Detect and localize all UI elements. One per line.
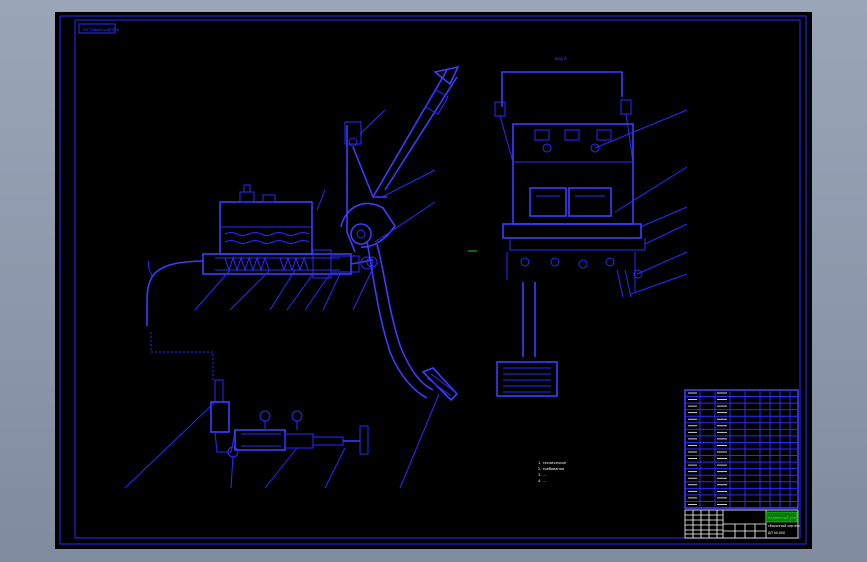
top-loop [501, 71, 623, 107]
pedal-shaft [522, 282, 536, 357]
leader-11 [374, 201, 436, 243]
leader-15 [324, 447, 346, 489]
leader-18 [614, 166, 688, 213]
title-block: педальный узел сборочный чертёж ДП 00.00… [684, 509, 800, 539]
housing [512, 123, 634, 225]
slave-body [234, 429, 286, 451]
side-pedal-pad [496, 361, 558, 397]
inner-border [74, 19, 801, 539]
outer-border [59, 15, 807, 545]
bracket [346, 125, 356, 253]
leader-12 [124, 401, 216, 489]
leader-6 [322, 273, 341, 311]
reservoir [219, 201, 313, 255]
title-name: педальный узел [768, 516, 798, 520]
leader-4 [286, 273, 314, 311]
corner-stamp: тестовый шаблон [78, 23, 120, 34]
drawing-canvas[interactable]: тестовый шаблон [55, 12, 812, 549]
leader-7 [352, 267, 374, 311]
leader-21 [636, 251, 688, 275]
leader-5 [304, 273, 331, 311]
leader-19 [639, 206, 688, 228]
brake-line [146, 260, 204, 326]
leader-22 [630, 273, 688, 295]
leader-20 [644, 223, 688, 245]
pedal-pivot [350, 223, 372, 245]
note-1: 1. технические [538, 461, 566, 465]
pedal-pad [421, 367, 459, 402]
return-spring [372, 69, 448, 198]
base-plate [502, 223, 642, 239]
leader-lines [124, 109, 688, 489]
note-4: 4. ... [538, 479, 546, 483]
note-2: 2. требования [538, 467, 564, 471]
leader-8 [316, 189, 326, 211]
master-cylinder [202, 253, 352, 275]
stamp-text: тестовый шаблон [82, 27, 120, 32]
title-subtitle: сборочный чертёж [768, 524, 800, 528]
technical-notes: 1. технические 2. требования 3. ... 4. .… [538, 461, 566, 483]
drawing-sheet: тестовый шаблон [55, 12, 812, 549]
leader-17 [594, 109, 688, 149]
leader-14 [264, 447, 298, 489]
leader-9 [359, 109, 386, 135]
note-3: 3. ... [538, 473, 546, 477]
view-label: вид А [555, 56, 567, 61]
leader-16 [399, 393, 440, 489]
slave-cylinder-view [210, 379, 369, 458]
leader-10 [379, 169, 436, 199]
leader-3 [269, 269, 296, 311]
leader-2 [229, 269, 271, 311]
title-code: ДП 00.000 [768, 531, 785, 535]
leader-13 [230, 455, 234, 489]
main-view [146, 65, 460, 402]
parts-list [684, 389, 799, 509]
leader-1 [194, 269, 231, 311]
side-view: вид А [494, 56, 646, 397]
